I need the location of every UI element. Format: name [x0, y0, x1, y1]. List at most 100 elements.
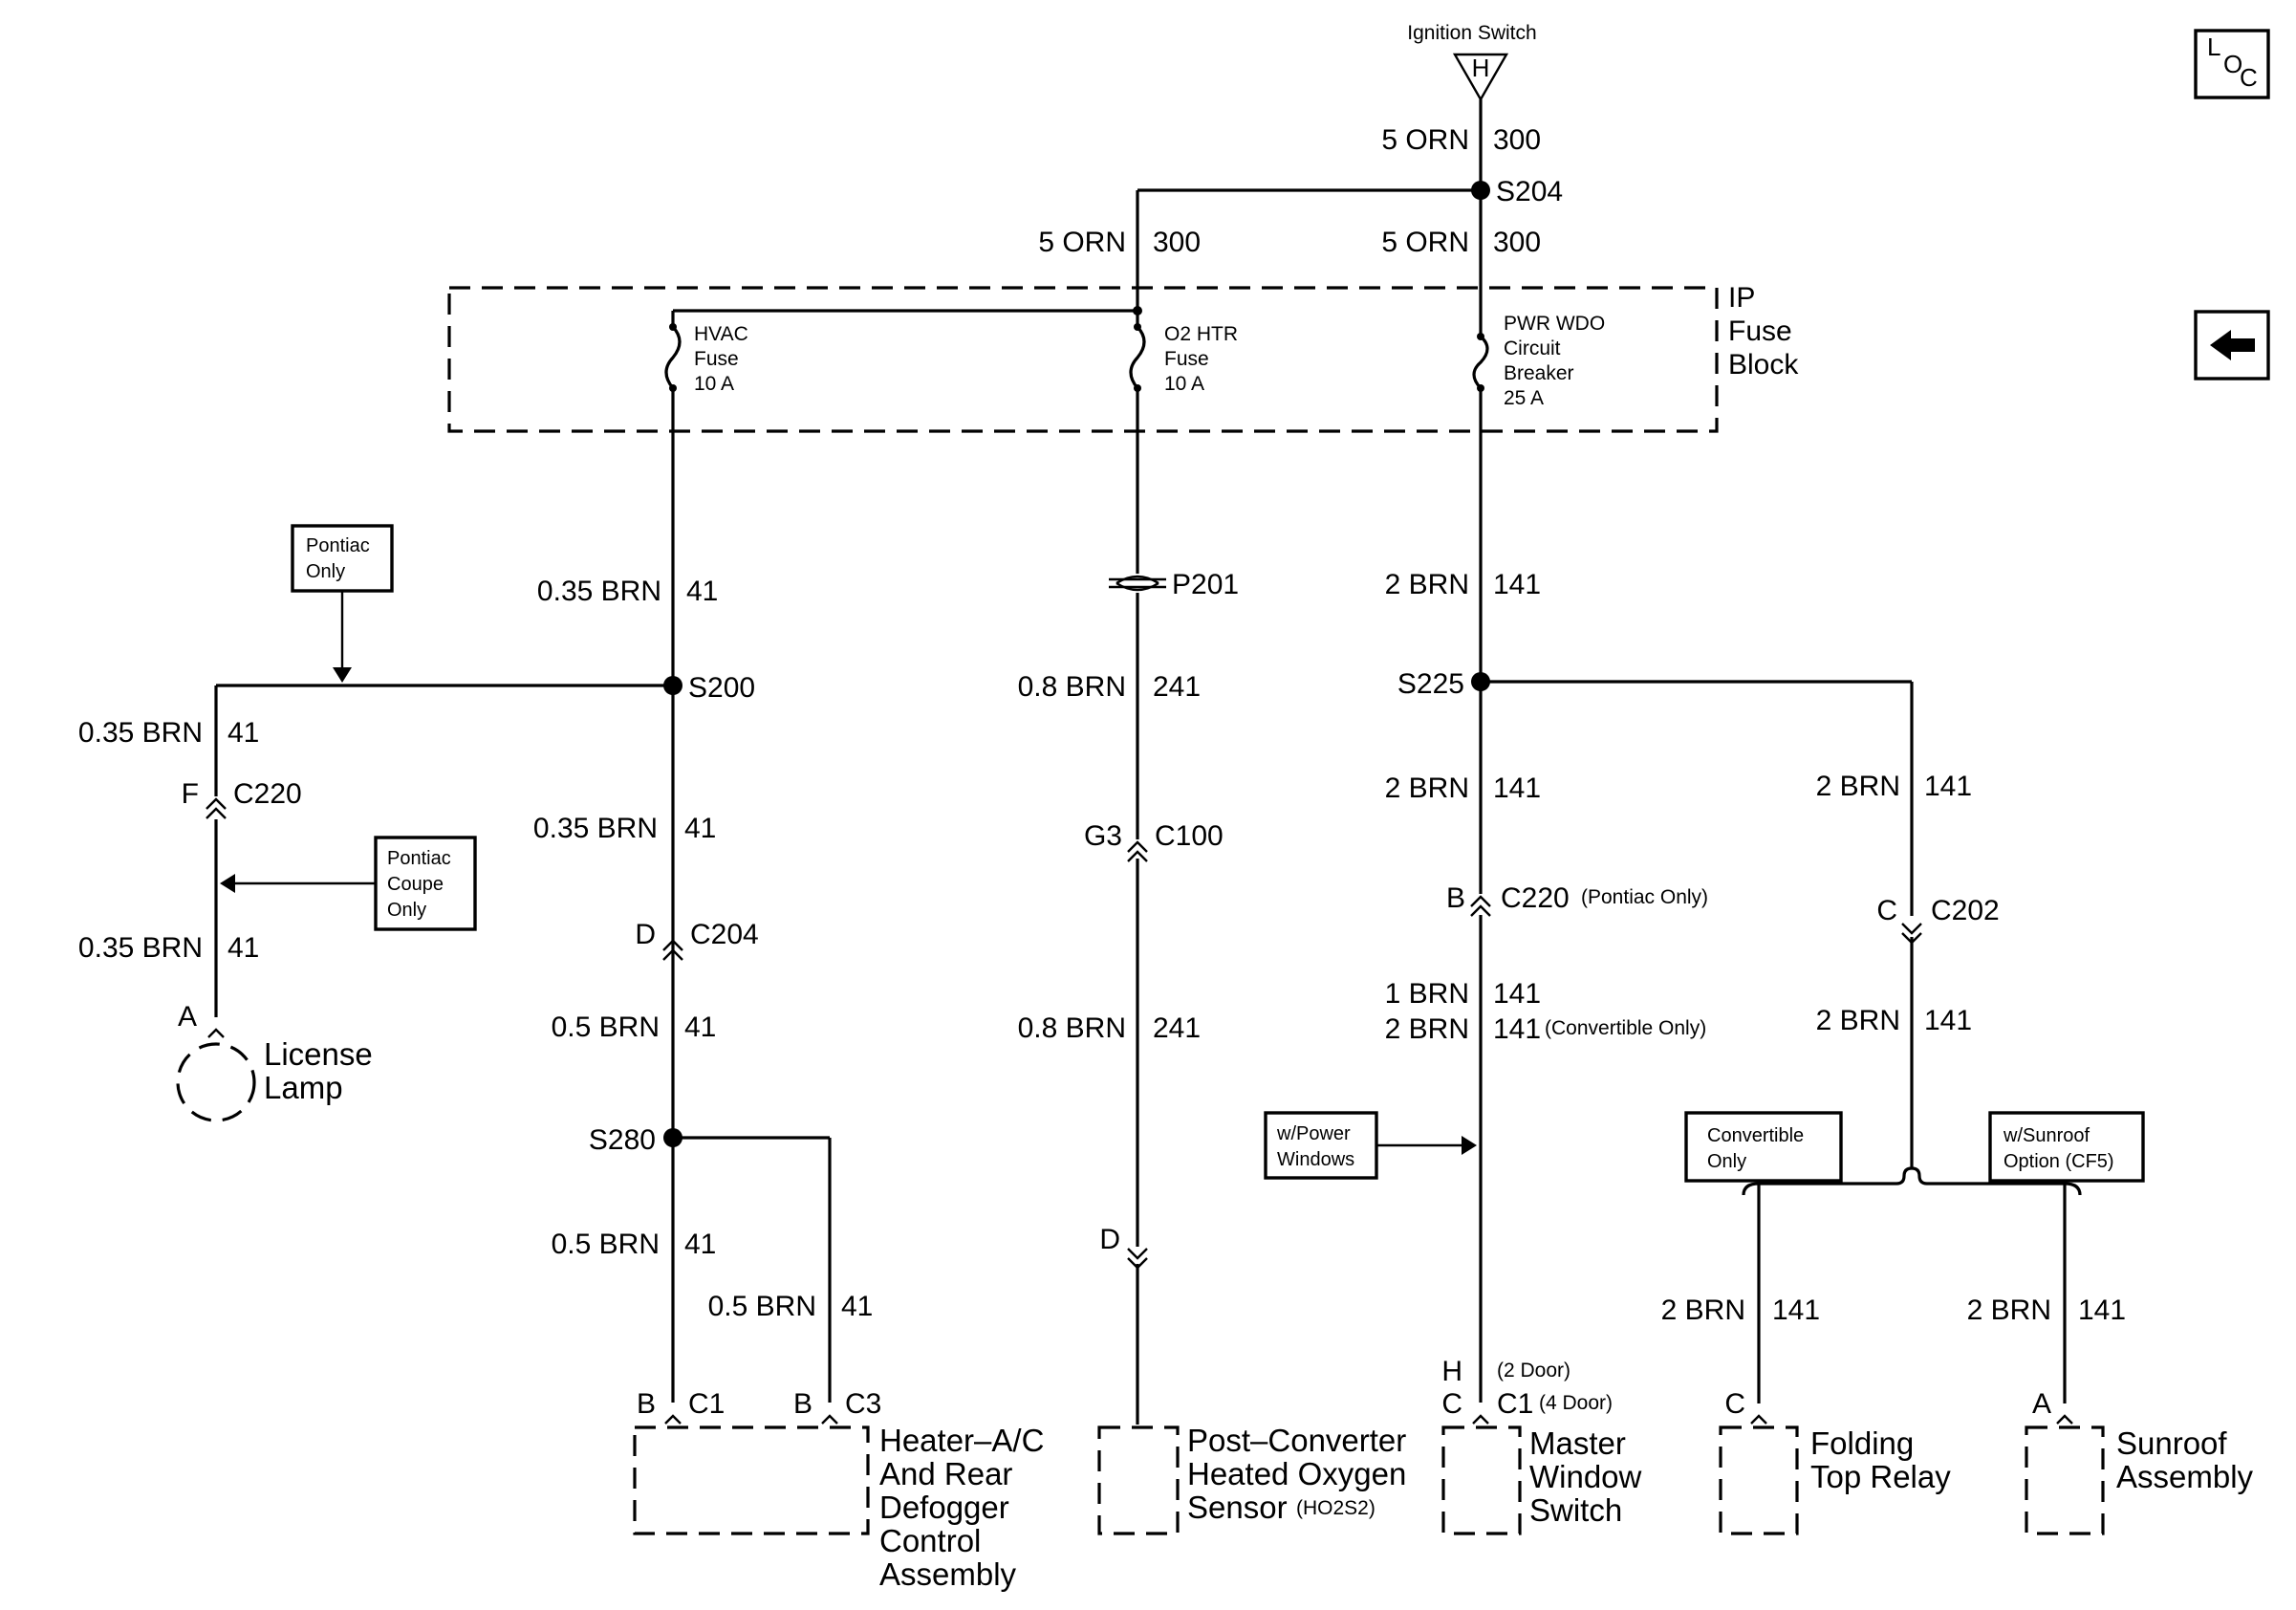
splice-s200-label: S200	[688, 672, 755, 704]
svg-text:Only: Only	[306, 561, 345, 582]
hvac-fuse-label: HVAC Fuse 10 A	[694, 323, 748, 395]
svg-text:0.35 BRN: 0.35 BRN	[78, 717, 203, 749]
svg-text:Fuse: Fuse	[694, 348, 739, 370]
note-convertible-only: Convertible Only	[1684, 1111, 1843, 1183]
connector-c220-left-name: C220	[233, 778, 302, 810]
hvac-module-label: Heater–A/C And Rear Defogger Control Ass…	[879, 1423, 1044, 1592]
loc-button[interactable]: L O C	[2194, 29, 2270, 99]
note-pontiac-only: Pontiac Only	[291, 524, 394, 593]
svg-text:Sunroof: Sunroof	[2116, 1425, 2227, 1461]
svg-text:41: 41	[841, 1291, 873, 1322]
svg-text:License: License	[264, 1036, 373, 1072]
svg-text:PWR WDO: PWR WDO	[1504, 313, 1605, 335]
mws-pin-c: C	[1441, 1388, 1462, 1420]
svg-text:41: 41	[684, 1012, 716, 1043]
svg-text:w/Power: w/Power	[1276, 1123, 1351, 1144]
master-switch-label: Master Window Switch	[1529, 1425, 1642, 1528]
arrow-head-pontiac-coupe	[220, 874, 235, 893]
svg-text:Convertible: Convertible	[1707, 1125, 1804, 1146]
pin-mark-hvac-c3	[821, 1414, 838, 1425]
svg-text:300: 300	[1153, 227, 1201, 258]
wire-label-c202-split: 2 BRN 141	[1816, 1005, 1972, 1036]
sunroof-outline	[2025, 1425, 2105, 1535]
svg-text:5 ORN: 5 ORN	[1381, 227, 1469, 258]
o2-sensor-outline	[1097, 1425, 1180, 1535]
sunroof-pin: A	[2032, 1388, 2051, 1420]
svg-text:And Rear: And Rear	[879, 1456, 1012, 1491]
splice-s225-label: S225	[1397, 668, 1464, 700]
svg-text:2 BRN: 2 BRN	[1816, 771, 1900, 802]
arrow-head-power-windows	[1462, 1136, 1477, 1155]
svg-text:Top Relay: Top Relay	[1810, 1459, 1951, 1494]
loc-letter-l: L	[2207, 33, 2220, 61]
svg-text:141: 141	[1924, 1005, 1972, 1036]
connector-c220-right-name: C220	[1501, 882, 1570, 914]
svg-text:141: 141	[1493, 978, 1541, 1010]
svg-text:Assembly: Assembly	[879, 1556, 1017, 1592]
connector-c220-right-pin: B	[1446, 882, 1465, 914]
pwr-breaker-icon	[1472, 333, 1489, 392]
loc-letter-o: O	[2223, 50, 2242, 78]
svg-text:300: 300	[1493, 124, 1541, 156]
wire-label-folding: 2 BRN 141	[1661, 1295, 1820, 1326]
svg-text:Master: Master	[1529, 1425, 1626, 1461]
connector-c204-name: C204	[690, 919, 759, 950]
svg-text:241: 241	[1153, 1012, 1201, 1044]
connector-c202-pin: C	[1876, 895, 1897, 926]
wire-label-top: 5 ORN 300	[1381, 124, 1541, 156]
svg-text:2 BRN: 2 BRN	[1816, 1005, 1900, 1036]
wire-label-sunroof: 2 BRN 141	[1967, 1295, 2126, 1326]
splice-s204-label: S204	[1496, 176, 1563, 207]
svg-text:141: 141	[1493, 772, 1541, 804]
svg-text:10 A: 10 A	[1164, 373, 1204, 395]
svg-text:Sensor: Sensor	[1187, 1490, 1288, 1525]
svg-text:(Convertible Only): (Convertible Only)	[1545, 1017, 1706, 1039]
svg-text:Switch: Switch	[1529, 1492, 1622, 1528]
svg-text:2 BRN: 2 BRN	[1385, 569, 1469, 600]
svg-text:0.8 BRN: 0.8 BRN	[1018, 1012, 1126, 1044]
pin-mark-mws	[1472, 1414, 1489, 1425]
svg-text:(HO2S2): (HO2S2)	[1296, 1497, 1375, 1519]
connector-c204-pin: D	[635, 919, 656, 950]
ignition-terminal-icon	[1452, 53, 1509, 102]
connector-c100-pin: G3	[1084, 820, 1122, 852]
splice-s204-dot	[1471, 181, 1490, 200]
svg-text:Fuse: Fuse	[1164, 348, 1209, 370]
svg-text:Folding: Folding	[1810, 1425, 1914, 1461]
connector-c204-icon	[662, 939, 683, 961]
wire-label-s280-c3: 0.5 BRN 41	[708, 1291, 874, 1322]
license-lamp-pin: A	[178, 1001, 197, 1033]
wire-label-c100-d: 0.8 BRN 241	[1018, 1012, 1201, 1044]
svg-text:Windows: Windows	[1277, 1149, 1354, 1170]
svg-text:Heater–A/C: Heater–A/C	[879, 1423, 1044, 1458]
connector-c220-right-note: (Pontiac Only)	[1581, 886, 1708, 908]
mws-pin-h: H	[1441, 1356, 1462, 1387]
svg-text:5 ORN: 5 ORN	[1038, 227, 1126, 258]
connector-c202-icon	[1901, 923, 1922, 945]
splice-s200-dot	[663, 676, 682, 695]
back-button[interactable]	[2194, 310, 2270, 381]
svg-text:O2 HTR: O2 HTR	[1164, 323, 1238, 345]
svg-text:Window: Window	[1529, 1459, 1642, 1494]
p201-pass-through-icon	[1109, 575, 1166, 592]
left-arrow-icon	[2210, 330, 2255, 360]
mws-connector-name: C1	[1497, 1388, 1533, 1420]
svg-text:Only: Only	[387, 900, 426, 921]
wire-label-branch-left: 5 ORN 300	[1038, 227, 1201, 258]
svg-text:2 BRN: 2 BRN	[1967, 1295, 2051, 1326]
svg-text:Only: Only	[1707, 1151, 1746, 1172]
svg-text:2 BRN: 2 BRN	[1661, 1295, 1745, 1326]
hvac-c1-name: C1	[688, 1388, 725, 1420]
wire-label-license-2: 0.35 BRN 41	[78, 932, 259, 964]
folding-relay-outline	[1719, 1425, 1799, 1535]
svg-text:Circuit: Circuit	[1504, 337, 1561, 359]
svg-text:5 ORN: 5 ORN	[1381, 124, 1469, 156]
wire-label-c204-s280: 0.5 BRN 41	[552, 1012, 717, 1043]
svg-text:Breaker: Breaker	[1504, 362, 1574, 384]
svg-text:0.5 BRN: 0.5 BRN	[552, 1229, 660, 1260]
connector-c202-name: C202	[1931, 895, 2000, 926]
splice-s225-dot	[1471, 672, 1490, 691]
connector-c100-icon	[1127, 840, 1148, 862]
svg-text:0.35 BRN: 0.35 BRN	[533, 813, 658, 844]
